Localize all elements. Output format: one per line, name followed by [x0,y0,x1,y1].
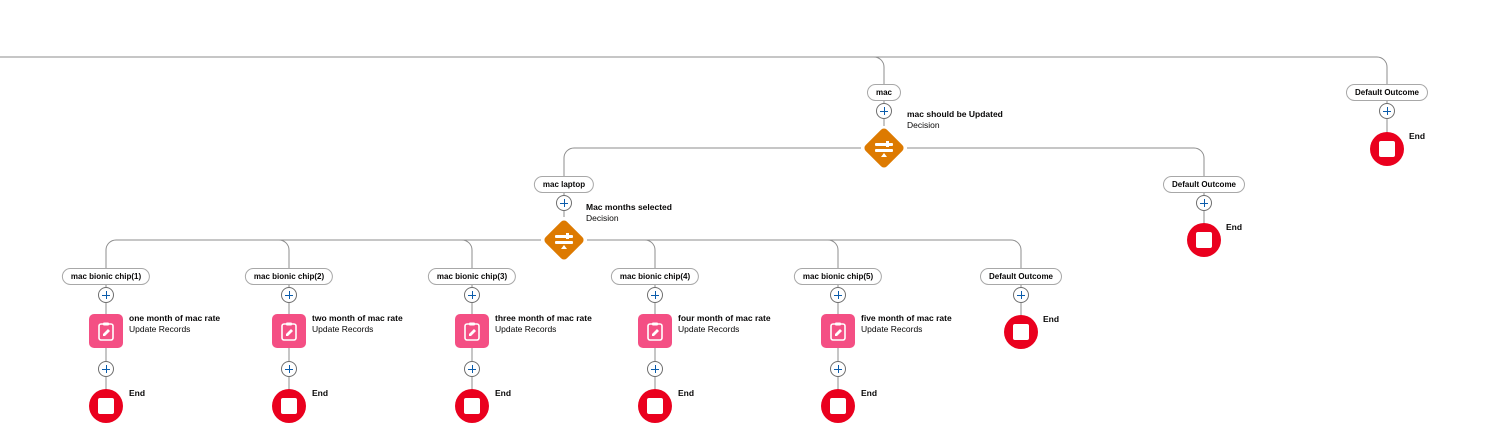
update-records-type: Update Records [312,324,374,334]
end-node[interactable] [1370,132,1404,166]
stop-icon [1013,324,1029,340]
stop-icon [647,398,663,414]
stop-icon [830,398,846,414]
end-label: End [129,388,146,398]
update-records-type: Update Records [495,324,557,334]
update-records-node[interactable] [638,314,672,348]
end-label: End [1043,314,1060,324]
add-element-button[interactable] [830,287,846,303]
update-records-icon [647,322,663,341]
update-records-node[interactable] [272,314,306,348]
outcome-pill-default-mid[interactable]: Default Outcome [1162,176,1246,193]
end-node[interactable] [272,389,306,423]
add-element-button[interactable] [1379,103,1395,119]
decision-type: Decision [586,213,619,223]
update-records-icon [830,322,846,341]
stop-icon [1196,232,1212,248]
add-element-button[interactable] [464,361,480,377]
end-node[interactable] [89,389,123,423]
end-node[interactable] [1187,223,1221,257]
stop-icon [464,398,480,414]
decision-node-mac-months-selected[interactable] [541,217,587,263]
decision-icon [544,220,584,260]
update-records-node[interactable] [455,314,489,348]
outcome-pill-mac-bionic-chip-2[interactable]: mac bionic chip(2) [244,268,334,285]
end-node[interactable] [638,389,672,423]
update-records-label: four month of mac rate Update Records [678,313,771,335]
add-element-button[interactable] [98,361,114,377]
add-element-button[interactable] [830,361,846,377]
update-records-type: Update Records [861,324,923,334]
outcome-pill-mac-bionic-chip-4[interactable]: mac bionic chip(4) [610,268,700,285]
end-node[interactable] [821,389,855,423]
update-records-title: two month of mac rate [312,313,403,323]
add-element-button[interactable] [464,287,480,303]
update-records-title: four month of mac rate [678,313,771,323]
decision-type: Decision [907,120,940,130]
end-node[interactable] [1004,315,1038,349]
update-records-title: five month of mac rate [861,313,952,323]
outcome-pill-default-chip[interactable]: Default Outcome [979,268,1063,285]
add-element-button[interactable] [1196,195,1212,211]
add-element-button[interactable] [281,287,297,303]
update-records-node[interactable] [821,314,855,348]
update-records-type: Update Records [129,324,191,334]
decision-icon [864,128,904,168]
update-records-icon [98,322,114,341]
update-records-type: Update Records [678,324,740,334]
end-label: End [1226,222,1243,232]
add-element-button[interactable] [647,361,663,377]
update-records-icon [281,322,297,341]
outcome-pill-mac-laptop[interactable]: mac laptop [533,176,595,193]
decision-label-mac-should-be-updated: mac should be Updated Decision [907,109,1003,131]
end-label: End [495,388,512,398]
outcome-pill-default-top[interactable]: Default Outcome [1345,84,1429,101]
update-records-label: two month of mac rate Update Records [312,313,403,335]
update-records-label: five month of mac rate Update Records [861,313,952,335]
update-records-icon [464,322,480,341]
update-records-node[interactable] [89,314,123,348]
stop-icon [281,398,297,414]
stop-icon [1379,141,1395,157]
outcome-pill-mac[interactable]: mac [866,84,902,101]
update-records-label: one month of mac rate Update Records [129,313,220,335]
add-element-button[interactable] [876,103,892,119]
decision-label-mac-months-selected: Mac months selected Decision [586,202,672,224]
end-label: End [312,388,329,398]
add-element-button[interactable] [647,287,663,303]
outcome-pill-mac-bionic-chip-3[interactable]: mac bionic chip(3) [427,268,517,285]
outcome-pill-mac-bionic-chip-1[interactable]: mac bionic chip(1) [61,268,151,285]
add-element-button[interactable] [1013,287,1029,303]
add-element-button[interactable] [98,287,114,303]
add-element-button[interactable] [281,361,297,377]
end-label: End [1409,131,1426,141]
stop-icon [98,398,114,414]
end-node[interactable] [455,389,489,423]
decision-title: mac should be Updated [907,109,1003,119]
update-records-title: three month of mac rate [495,313,592,323]
update-records-title: one month of mac rate [129,313,221,323]
add-element-button[interactable] [556,195,572,211]
outcome-pill-mac-bionic-chip-5[interactable]: mac bionic chip(5) [793,268,883,285]
decision-node-mac-should-be-updated[interactable] [861,125,907,171]
end-label: End [861,388,878,398]
end-label: End [678,388,695,398]
decision-title: Mac months selected [586,202,672,212]
update-records-label: three month of mac rate Update Records [495,313,592,335]
